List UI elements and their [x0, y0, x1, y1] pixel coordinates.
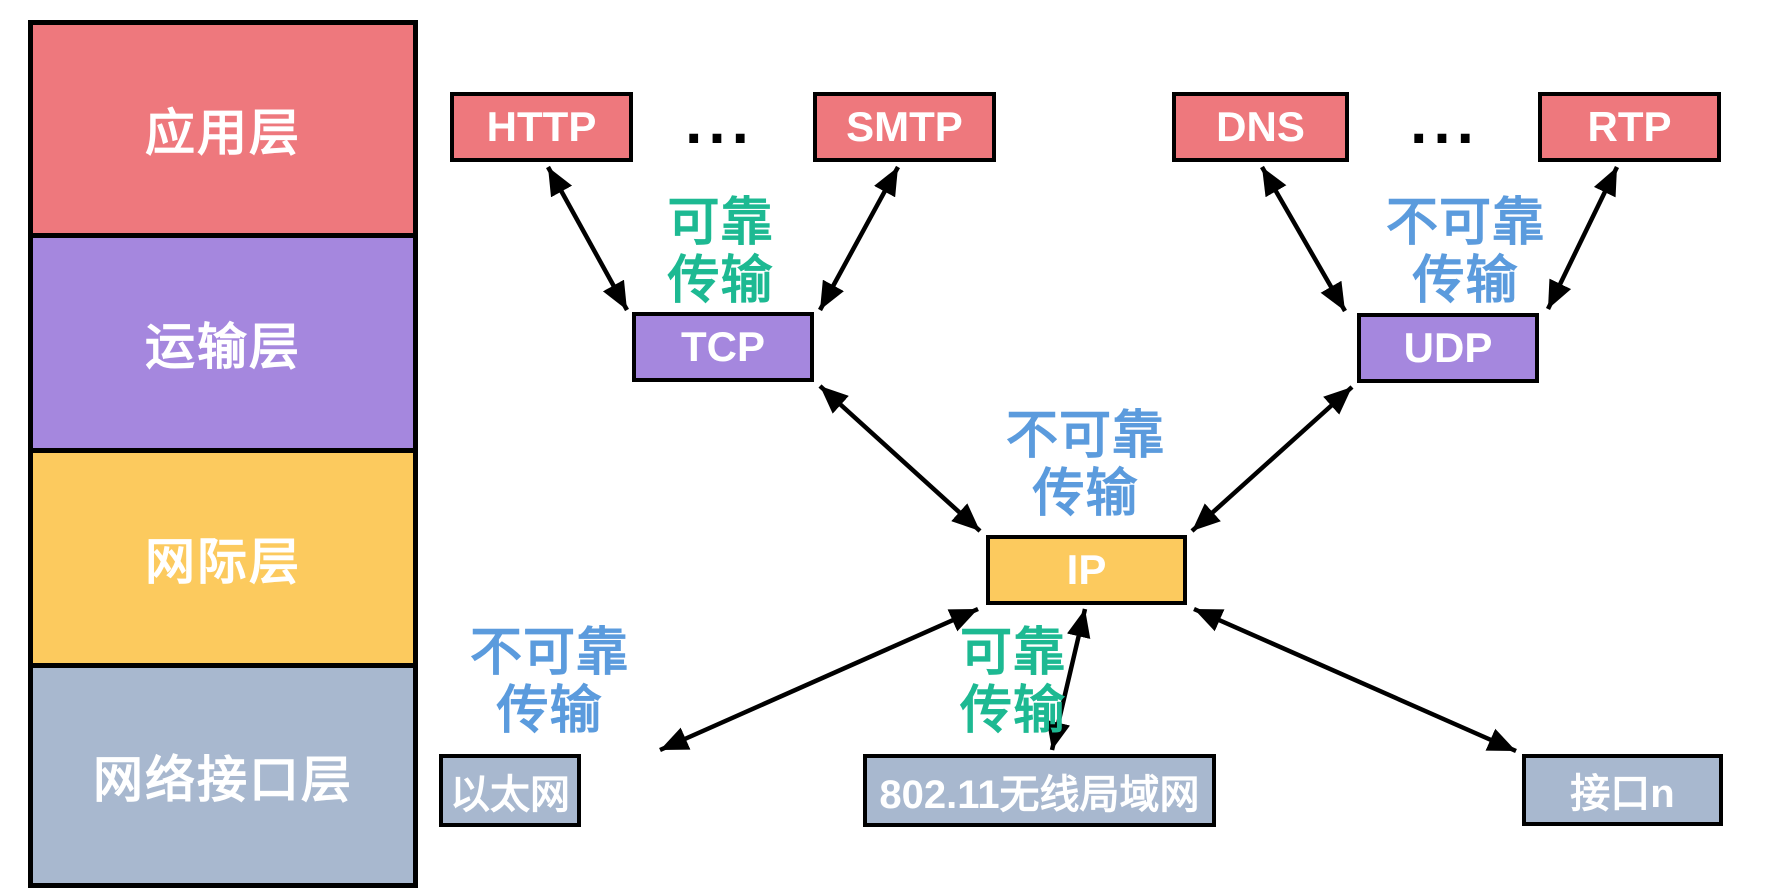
ip-box: IP — [986, 535, 1187, 605]
arrow-ip-ethernet — [659, 606, 979, 753]
unreliable-transfer-note-ethernet: 不可靠 传输 — [427, 624, 672, 740]
tcp-label: TCP — [681, 323, 765, 370]
arrow-tcp-ip — [818, 384, 982, 533]
layer-stack: 应用层 运输层 网际层 网络接口层 — [28, 20, 418, 888]
layer-application-label: 应用层 — [145, 105, 301, 161]
rtp-box: RTP — [1538, 92, 1721, 162]
ellipsis-left: ... — [685, 88, 755, 157]
reliable-note-line1: 可靠 — [959, 624, 1066, 682]
rtp-label: RTP — [1587, 103, 1672, 150]
unreliable-transfer-note-udp: 不可靠 传输 — [1343, 194, 1588, 310]
layer-application: 应用层 — [33, 25, 413, 233]
unreliable-note-line2: 传输 — [496, 682, 603, 740]
udp-box: UDP — [1357, 313, 1539, 383]
arrow-rtp-udp — [1545, 166, 1620, 310]
interface-n-label: 接口n — [1570, 772, 1675, 816]
tcp-box: TCP — [632, 312, 814, 382]
dns-label: DNS — [1216, 103, 1305, 150]
unreliable-note-line1: 不可靠 — [1005, 407, 1165, 465]
dns-box: DNS — [1172, 92, 1349, 162]
layer-network-interface-label: 网络接口层 — [93, 751, 353, 808]
unreliable-note-line1: 不可靠 — [1385, 194, 1545, 252]
http-label: HTTP — [486, 103, 597, 150]
unreliable-note-line2: 传输 — [1412, 252, 1519, 310]
layer-internet-label: 网际层 — [145, 534, 301, 590]
arrow-udp-ip — [1190, 385, 1354, 533]
reliable-note-line2: 传输 — [959, 682, 1066, 740]
arrow-dns-udp — [1260, 165, 1347, 313]
wlan-label: 802.11无线局域网 — [879, 772, 1200, 817]
smtp-label: SMTP — [846, 103, 963, 150]
layer-network-interface: 网络接口层 — [33, 663, 413, 883]
arrow-http-tcp — [546, 165, 629, 312]
ellipsis-right: ... — [1410, 88, 1480, 157]
layer-internet: 网际层 — [33, 448, 413, 663]
http-box: HTTP — [450, 92, 633, 162]
reliable-note-line1: 可靠 — [667, 194, 774, 252]
wlan-box: 802.11无线局域网 — [863, 754, 1216, 827]
interface-n-box: 接口n — [1522, 754, 1723, 826]
layer-transport: 运输层 — [33, 233, 413, 448]
unreliable-note-line1: 不可靠 — [469, 624, 629, 682]
udp-label: UDP — [1403, 324, 1493, 371]
unreliable-transfer-note-ip: 不可靠 传输 — [963, 407, 1208, 523]
reliable-transfer-note-wlan: 可靠 传输 — [908, 624, 1118, 740]
layer-transport-label: 运输层 — [145, 319, 301, 375]
reliable-note-line2: 传输 — [667, 252, 774, 310]
arrow-ip-interface-n — [1193, 606, 1517, 754]
reliable-transfer-note-tcp: 可靠 传输 — [618, 194, 823, 310]
arrow-ip-wlan — [1046, 608, 1091, 751]
ip-label: IP — [1066, 546, 1107, 593]
smtp-box: SMTP — [813, 92, 996, 162]
ethernet-label: 以太网 — [450, 772, 570, 817]
ethernet-box: 以太网 — [439, 754, 581, 827]
unreliable-note-line2: 传输 — [1032, 465, 1139, 523]
arrow-smtp-tcp — [818, 165, 900, 312]
